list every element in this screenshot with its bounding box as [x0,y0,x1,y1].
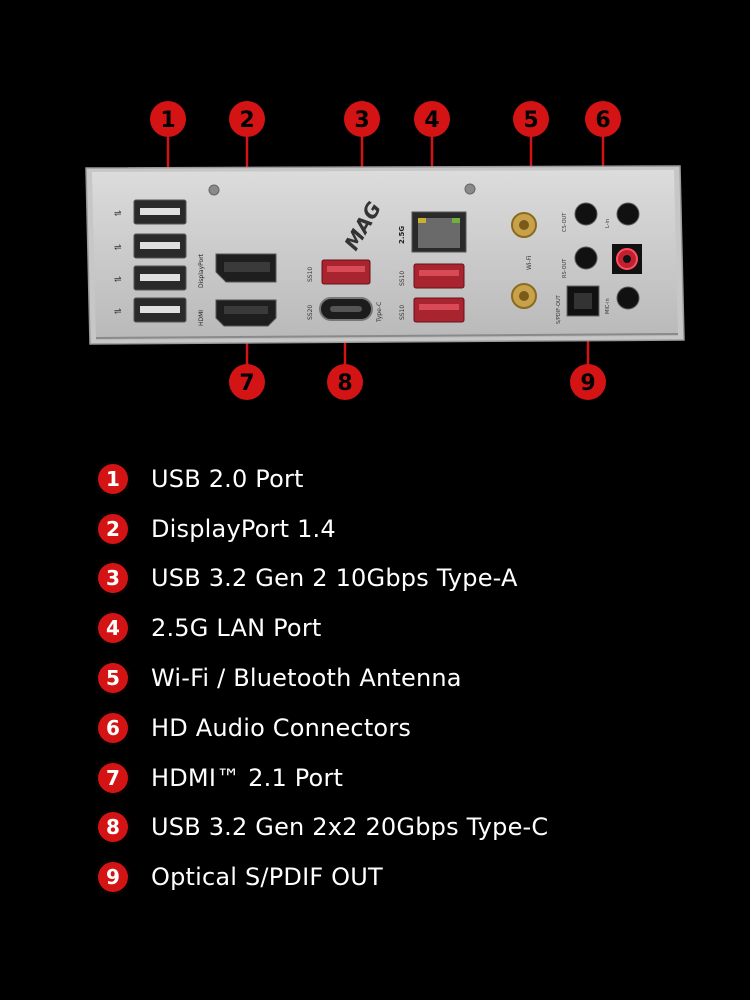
svg-text:Wi-Fi: Wi-Fi [526,255,533,270]
usb-3-gen2-port-lower: SS10 [399,297,465,323]
legend-item-6: 6 HD Audio Connectors [96,703,716,753]
callout-badge-9: 9 [570,364,606,400]
legend-label-7: HDMI™ 2.1 Port [151,763,344,792]
screw-hole [208,184,220,196]
legend-badge-8: 8 [96,810,130,845]
callout-badge-8: 8 [327,364,363,400]
legend-badge-4: 4 [96,611,130,646]
legend-badge-5: 5 [96,661,130,696]
svg-text:SS10: SS10 [399,271,406,286]
audio-connectors: CS-OUT RS-OUT S/PDIF-OUT L-in MIC-in [556,202,642,324]
svg-text:8: 8 [337,371,352,396]
usb-3-gen2-port-left: SS10 [307,259,371,285]
port-legend: 1 USB 2.0 Port 2 DisplayPort 1.4 3 USB 3… [96,454,716,902]
svg-text:⇌: ⇌ [114,209,122,219]
usb-2-ports: ⇌ ⇌ ⇌ ⇌ [114,199,187,323]
svg-text:⇌: ⇌ [114,307,122,317]
legend-item-2: 2 DisplayPort 1.4 [96,504,716,554]
io-panel-diagram: ⇌ ⇌ ⇌ ⇌ DisplayPort HDMI MAG SS10 SS10 S… [85,101,685,400]
legend-label-3: USB 3.2 Gen 2 10Gbps Type-A [151,564,518,593]
legend-item-7: 7 HDMI™ 2.1 Port [96,753,716,803]
hdmi-text: HDMI [198,310,205,326]
svg-text:3: 3 [354,108,369,133]
callout-badge-2: 2 [229,101,265,137]
svg-text:SS10: SS10 [399,305,406,320]
svg-text:Type-C: Type-C [376,302,383,323]
legend-badge-9: 9 [96,860,130,895]
legend-label-4: 2.5G LAN Port [151,614,322,643]
svg-text:L-in: L-in [605,219,611,228]
legend-label-2: DisplayPort 1.4 [151,514,336,543]
svg-text:1: 1 [160,108,175,133]
displayport-connector: DisplayPort [198,253,277,288]
svg-text:⇌: ⇌ [114,275,122,285]
displayport-text: DisplayPort [198,253,205,288]
legend-badge-2: 2 [96,511,130,546]
antenna-connectors: Wi-Fi [511,212,537,309]
svg-text:6: 6 [595,108,610,133]
legend-item-3: 3 USB 3.2 Gen 2 10Gbps Type-A [96,554,716,604]
legend-label-5: Wi-Fi / Bluetooth Antenna [151,664,462,693]
callout-badge-7: 7 [229,364,265,400]
callout-badge-4: 4 [414,101,450,137]
callout-badge-3: 3 [344,101,380,137]
legend-label-8: USB 3.2 Gen 2x2 20Gbps Type-C [151,813,549,842]
svg-text:2: 2 [239,108,254,133]
svg-text:⇌: ⇌ [114,243,122,253]
svg-text:S/PDIF-OUT: S/PDIF-OUT [556,294,562,324]
svg-text:SS20: SS20 [307,305,314,320]
svg-text:MIC-in: MIC-in [605,298,611,314]
legend-item-5: 5 Wi-Fi / Bluetooth Antenna [96,653,716,703]
svg-text:9: 9 [580,371,595,396]
svg-text:5: 5 [523,108,538,133]
legend-label-9: Optical S/PDIF OUT [151,863,383,892]
legend-badge-7: 7 [96,760,130,795]
legend-item-8: 8 USB 3.2 Gen 2x2 20Gbps Type-C [96,803,716,853]
callout-badge-6: 6 [585,101,621,137]
svg-text:CS-OUT: CS-OUT [562,212,568,232]
lan-port: 2.5G [398,211,467,253]
callout-badges: 1 2 3 4 5 6 7 8 [150,101,621,400]
legend-label-6: HD Audio Connectors [151,713,412,742]
svg-text:RS-OUT: RS-OUT [562,258,568,278]
legend-item-4: 4 2.5G LAN Port [96,603,716,653]
svg-text:SS10: SS10 [307,267,314,282]
svg-text:4: 4 [424,108,439,133]
legend-label-1: USB 2.0 Port [151,464,304,493]
svg-text:7: 7 [239,371,254,396]
legend-badge-1: 1 [96,461,130,496]
usb-3-gen2-port-upper: SS10 [399,263,465,289]
callout-badge-5: 5 [513,101,549,137]
lan-speed-text: 2.5G [398,226,406,244]
callout-badge-1: 1 [150,101,186,137]
hdmi-connector: HDMI [198,299,277,327]
legend-badge-3: 3 [96,561,130,596]
legend-item-1: 1 USB 2.0 Port [96,454,716,504]
legend-item-9: 9 Optical S/PDIF OUT [96,852,716,902]
screw-hole [464,183,476,195]
usb-c-connector: SS20 Type-C [307,297,383,323]
legend-badge-6: 6 [96,710,130,745]
